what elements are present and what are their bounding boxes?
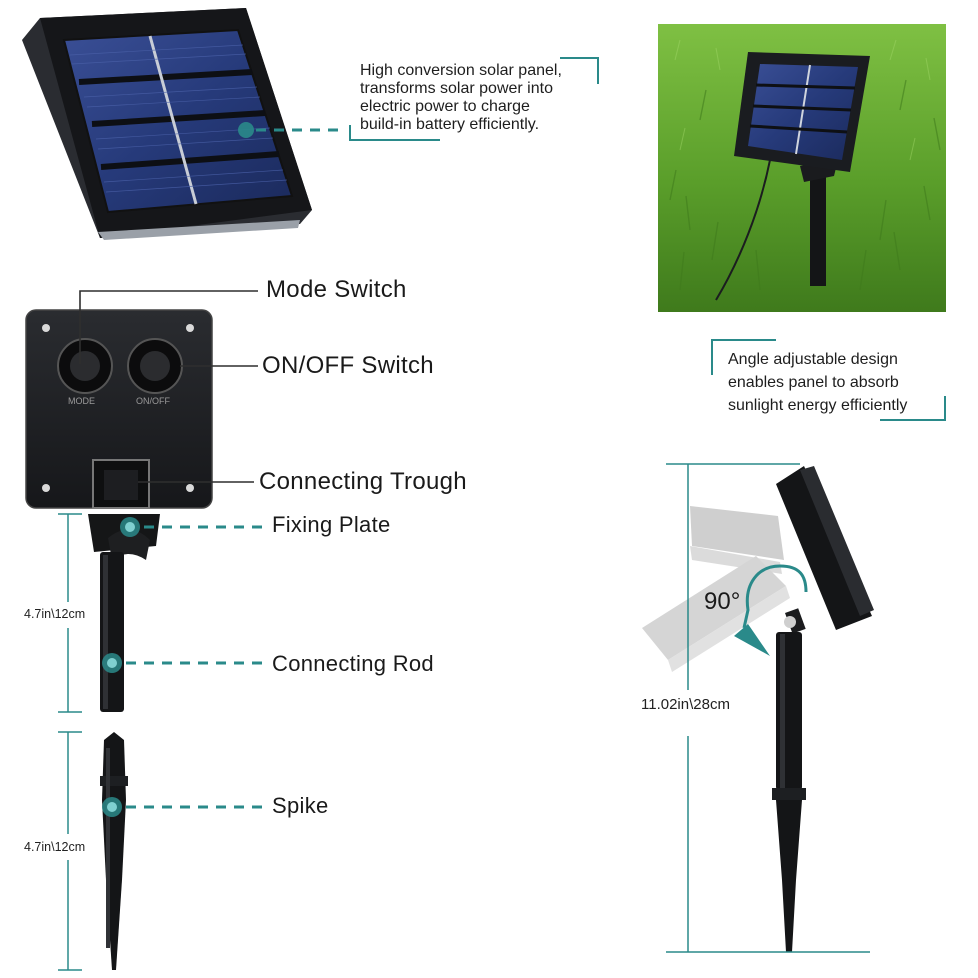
panel-bracket-top	[560, 57, 599, 84]
angled-panel	[776, 466, 874, 634]
panel-desc-line-4: build-in battery efficiently.	[360, 116, 540, 133]
angle-arrowhead	[734, 624, 770, 656]
mode-switch-label: Mode Switch	[266, 276, 407, 303]
mode-button-label: MODE	[68, 396, 95, 406]
spike-dimension	[58, 731, 82, 971]
spike-dimension-label: 4.7in\12cm	[24, 840, 86, 854]
angle-label: 90°	[704, 588, 741, 615]
total-dimension-label: 11.02in\28cm	[641, 696, 730, 713]
total-dimension	[666, 463, 870, 953]
panel-desc-line-3: electric power to charge	[360, 98, 530, 115]
rod-dimension	[58, 513, 82, 713]
angle-description: Angle adjustable design enables panel to…	[728, 348, 968, 417]
onoff-switch-label: ON/OFF Switch	[262, 352, 434, 379]
angled-panel-ghost	[642, 506, 790, 672]
panel-desc-line-2: transforms solar power into	[360, 80, 553, 97]
fixing-plate-label: Fixing Plate	[272, 512, 391, 537]
angle-bracket-bottom	[880, 396, 946, 421]
angle-bracket-top	[711, 339, 776, 375]
panel-marker	[238, 122, 254, 138]
rod-assembly	[88, 514, 160, 712]
angle-desc-line-2: enables panel to absorb	[728, 374, 899, 391]
connecting-rod-label: Connecting Rod	[272, 651, 434, 676]
solar-panel-top	[22, 8, 312, 240]
mode-leader	[79, 290, 258, 364]
grass-photo	[658, 24, 946, 312]
panel-description: High conversion solar panel, transforms …	[360, 62, 600, 134]
angle-desc-line-1: Angle adjustable design	[728, 351, 898, 368]
spike-part	[100, 732, 128, 970]
onoff-button-label: ON/OFF	[136, 396, 170, 406]
rod-dimension-label: 4.7in\12cm	[24, 607, 86, 621]
angle-arc	[742, 564, 808, 629]
panel-bracket-bottom	[349, 125, 440, 141]
panel-desc-line-1: High conversion solar panel,	[360, 62, 562, 79]
angle-desc-line-3: sunlight energy efficiently	[728, 397, 908, 414]
spike-label: Spike	[272, 793, 329, 818]
right-stake	[772, 632, 806, 952]
control-box	[25, 309, 213, 509]
connecting-trough-label: Connecting Trough	[259, 468, 467, 495]
